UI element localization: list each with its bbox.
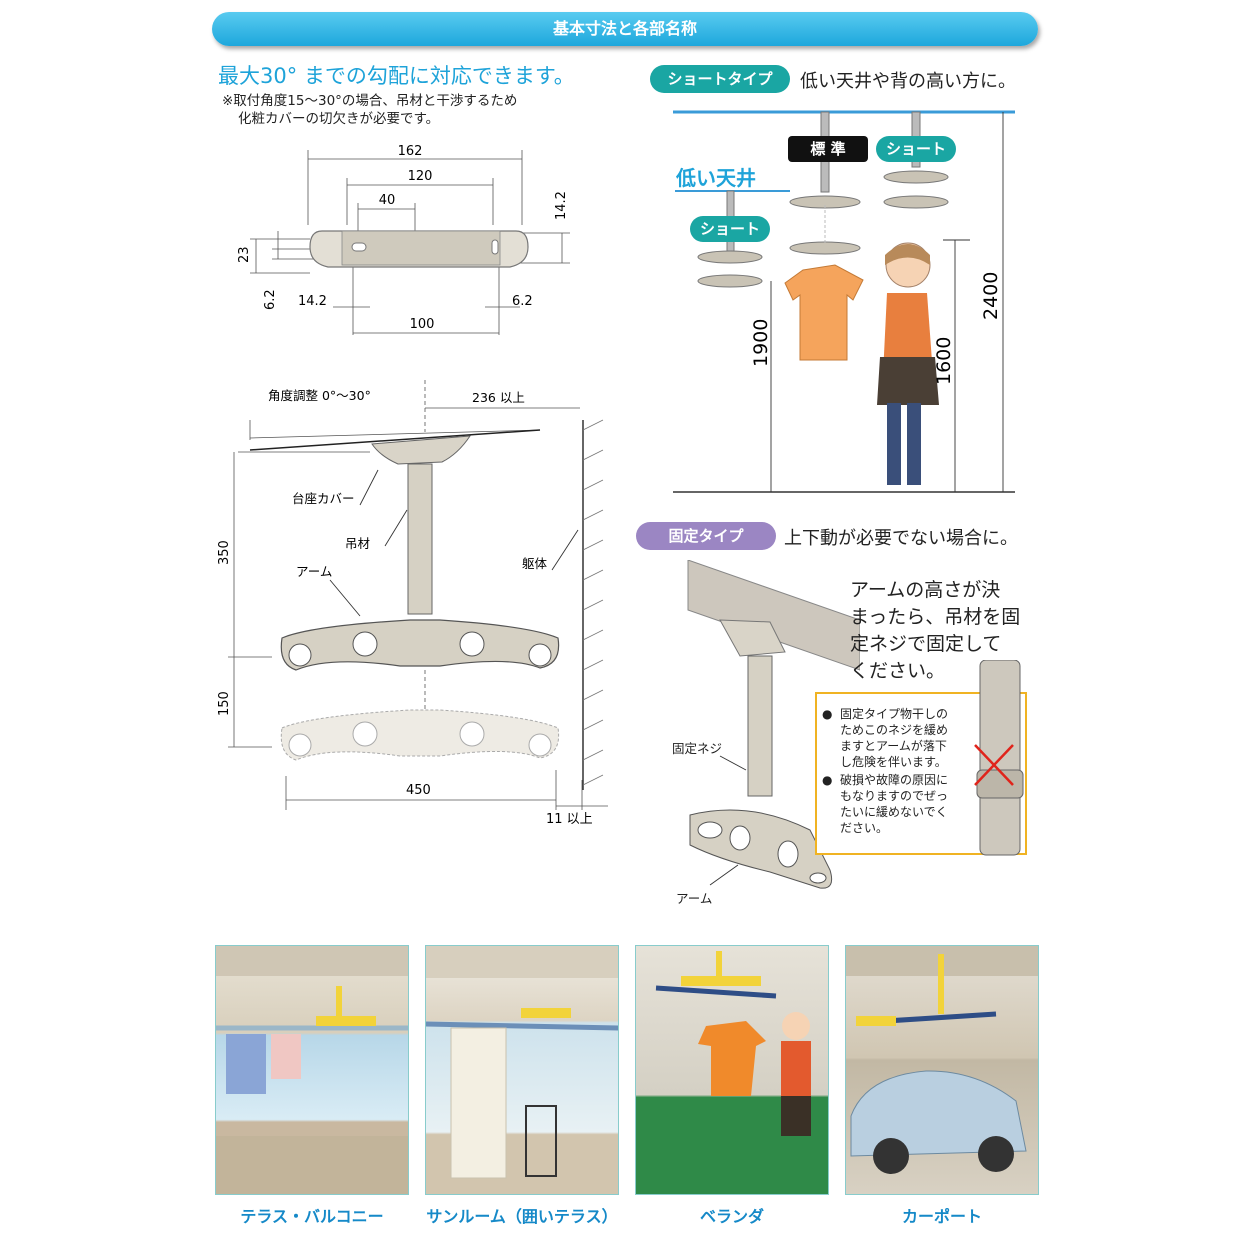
note-line-1: ※取付角度15～30°の場合、吊材と干渉するため bbox=[222, 93, 518, 109]
dim-23: 23 bbox=[237, 246, 252, 263]
dim-150: 150 bbox=[217, 691, 232, 716]
fixed-type-desc: 上下動が必要でない場合に。 bbox=[784, 528, 1018, 549]
fixed-type-pill: 固定タイプ bbox=[636, 522, 776, 550]
short-tag: ショート bbox=[876, 136, 956, 162]
dim-11: 11 以上 bbox=[546, 812, 593, 827]
side-view-diagram: 角度調整 0°～30° 236 以上 台座カバー 吊材 アーム 躯体 350 1… bbox=[217, 380, 608, 827]
standard-tag: 標 準 bbox=[788, 136, 868, 162]
dim-6-2-b: 6.2 bbox=[512, 294, 533, 309]
photo-veranda bbox=[635, 945, 829, 1195]
photo-sunroom bbox=[425, 945, 619, 1195]
fixed-arm-label: アーム bbox=[676, 891, 713, 906]
caption-carport: カーポート bbox=[901, 1207, 982, 1226]
warning-1-line-2: ためこのネジを緩め bbox=[840, 723, 949, 737]
height-1900: 1900 bbox=[750, 319, 772, 367]
dim-6-2-a: 6.2 bbox=[263, 289, 278, 310]
warning-item-2: ● 破損や故障の原因に もなりますのでぜっ たいに緩めないでく ださい。 bbox=[822, 772, 972, 836]
fixing-screw-label: 固定ネジ bbox=[672, 741, 723, 756]
dim-450: 450 bbox=[406, 783, 431, 798]
short-type-pill: ショートタイプ bbox=[650, 65, 790, 93]
warning-2-line-4: ださい。 bbox=[840, 821, 889, 835]
short-tag-2: ショート bbox=[690, 216, 770, 242]
body-label: 躯体 bbox=[522, 556, 548, 571]
dim-100: 100 bbox=[410, 317, 435, 332]
dim-162: 162 bbox=[398, 144, 423, 159]
warning-1-line-1: 固定タイプ物干しの bbox=[840, 707, 949, 721]
dim-40: 40 bbox=[379, 193, 396, 208]
dim-14-2: 14.2 bbox=[554, 191, 569, 220]
dim-14-2-b: 14.2 bbox=[298, 294, 327, 309]
note-line-2: 化粧カバーの切欠きが必要です。 bbox=[238, 111, 440, 127]
dim-120: 120 bbox=[408, 169, 433, 184]
section-banner: 基本寸法と各部名称 bbox=[212, 12, 1038, 46]
warning-item-1: ● 固定タイプ物干しの ためこのネジを緩め ますとアームが落下 し危険を伴います… bbox=[822, 706, 972, 770]
angle-adjust-label: 角度調整 0°～30° bbox=[268, 388, 371, 403]
photo-carport bbox=[845, 945, 1039, 1195]
height-2400: 2400 bbox=[980, 272, 1002, 320]
warning-2-line-2: もなりますのでぜっ bbox=[840, 789, 949, 803]
short-type-desc: 低い天井や背の高い方に。 bbox=[800, 71, 1016, 92]
bullet-icon: ● bbox=[822, 707, 833, 721]
fixed-type-diagram bbox=[687, 560, 860, 889]
caption-veranda: ベランダ bbox=[699, 1207, 764, 1226]
photo-terrace bbox=[215, 945, 409, 1195]
fixed-text-line-3: 定ネジで固定して bbox=[850, 633, 1002, 655]
fixed-text-line-2: まったら、吊材を固 bbox=[850, 606, 1021, 628]
fixed-text-line-1: アームの高さが決 bbox=[850, 579, 1001, 601]
height-1600: 1600 bbox=[933, 337, 955, 385]
warning-1-line-3: ますとアームが落下 bbox=[840, 739, 947, 753]
base-cover-label: 台座カバー bbox=[292, 491, 355, 506]
dim-350: 350 bbox=[217, 540, 232, 565]
clearance-label: 236 以上 bbox=[472, 390, 525, 405]
caption-terrace: テラス・バルコニー bbox=[240, 1207, 384, 1226]
angle-heading: 最大30° までの勾配に対応できます。 bbox=[218, 64, 575, 88]
arm-label: アーム bbox=[296, 564, 332, 579]
warning-1-line-4: し危険を伴います。 bbox=[840, 755, 947, 769]
caption-sunroom: サンルーム（囲いテラス） bbox=[426, 1207, 618, 1226]
low-ceiling-label: 低い天井 bbox=[676, 166, 756, 190]
warning-2-line-1: 破損や故障の原因に bbox=[840, 773, 949, 787]
top-view-diagram: 162 120 40 14.2 23 6.2 14.2 6.2 100 bbox=[237, 144, 570, 335]
screw-closeup bbox=[974, 660, 1024, 856]
warning-list: ● 固定タイプ物干しの ためこのネジを緩め ますとアームが落下 し危険を伴います… bbox=[822, 706, 972, 836]
fixed-text-line-4: ください。 bbox=[850, 660, 946, 682]
fixed-instruction: アームの高さが決 まったら、吊材を固 定ネジで固定して ください。 bbox=[850, 577, 1020, 685]
warning-2-line-3: たいに緩めないでく bbox=[840, 805, 948, 819]
hanger-label: 吊材 bbox=[345, 536, 370, 551]
bullet-icon: ● bbox=[822, 773, 833, 787]
